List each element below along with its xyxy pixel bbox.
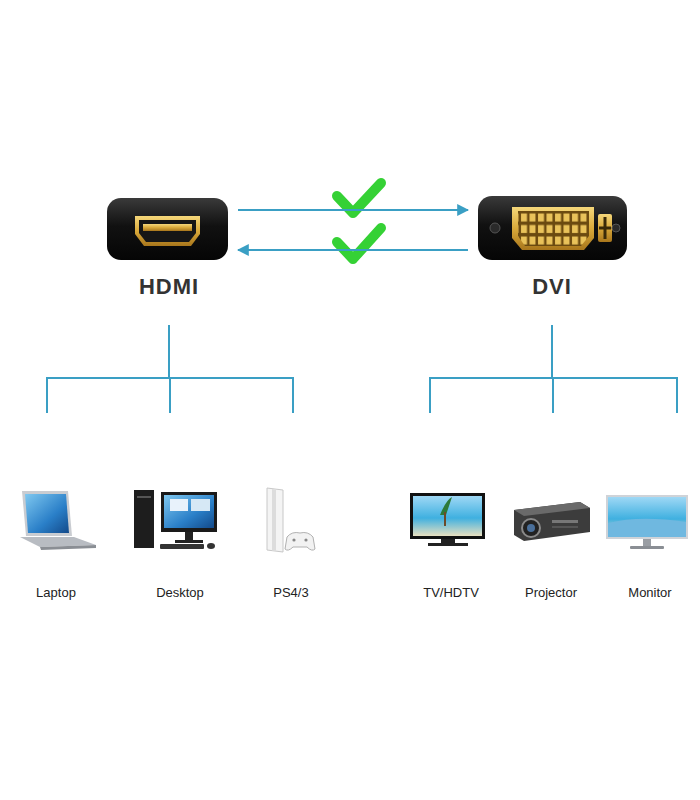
device-box: Desktop [130,413,230,603]
port-label: DVI [468,274,636,300]
tv-icon [410,493,485,546]
device-label: TV/HDTV [405,585,497,600]
monitor-icon [606,495,688,549]
device-box: Laptop [8,413,104,603]
signal-arrow [238,209,468,211]
tree-line [47,325,169,413]
laptop-icon [20,491,96,550]
device-label: Projector [505,585,597,600]
device-label: Monitor [608,585,692,600]
device-box: Monitor [608,413,692,603]
port-box: HDMI [100,190,238,325]
console-icon [267,488,315,552]
device-box: Projector [505,413,597,603]
desktop-icon [134,490,217,549]
tree-line [169,325,293,413]
check-mark [337,183,381,259]
device-box: TV/HDTV [405,413,497,603]
projector-icon [514,502,590,541]
tree-line [430,325,552,413]
tree-line [552,325,677,413]
port-label: HDMI [100,274,238,300]
device-label: PS4/3 [250,585,332,600]
port-box: DVI [468,190,636,325]
device-label: Desktop [130,585,230,600]
signal-arrow [238,249,468,251]
device-label: Laptop [8,585,104,600]
hdmi-port [107,198,228,260]
device-box: PS4/3 [250,413,332,603]
dvi-port [478,196,627,260]
